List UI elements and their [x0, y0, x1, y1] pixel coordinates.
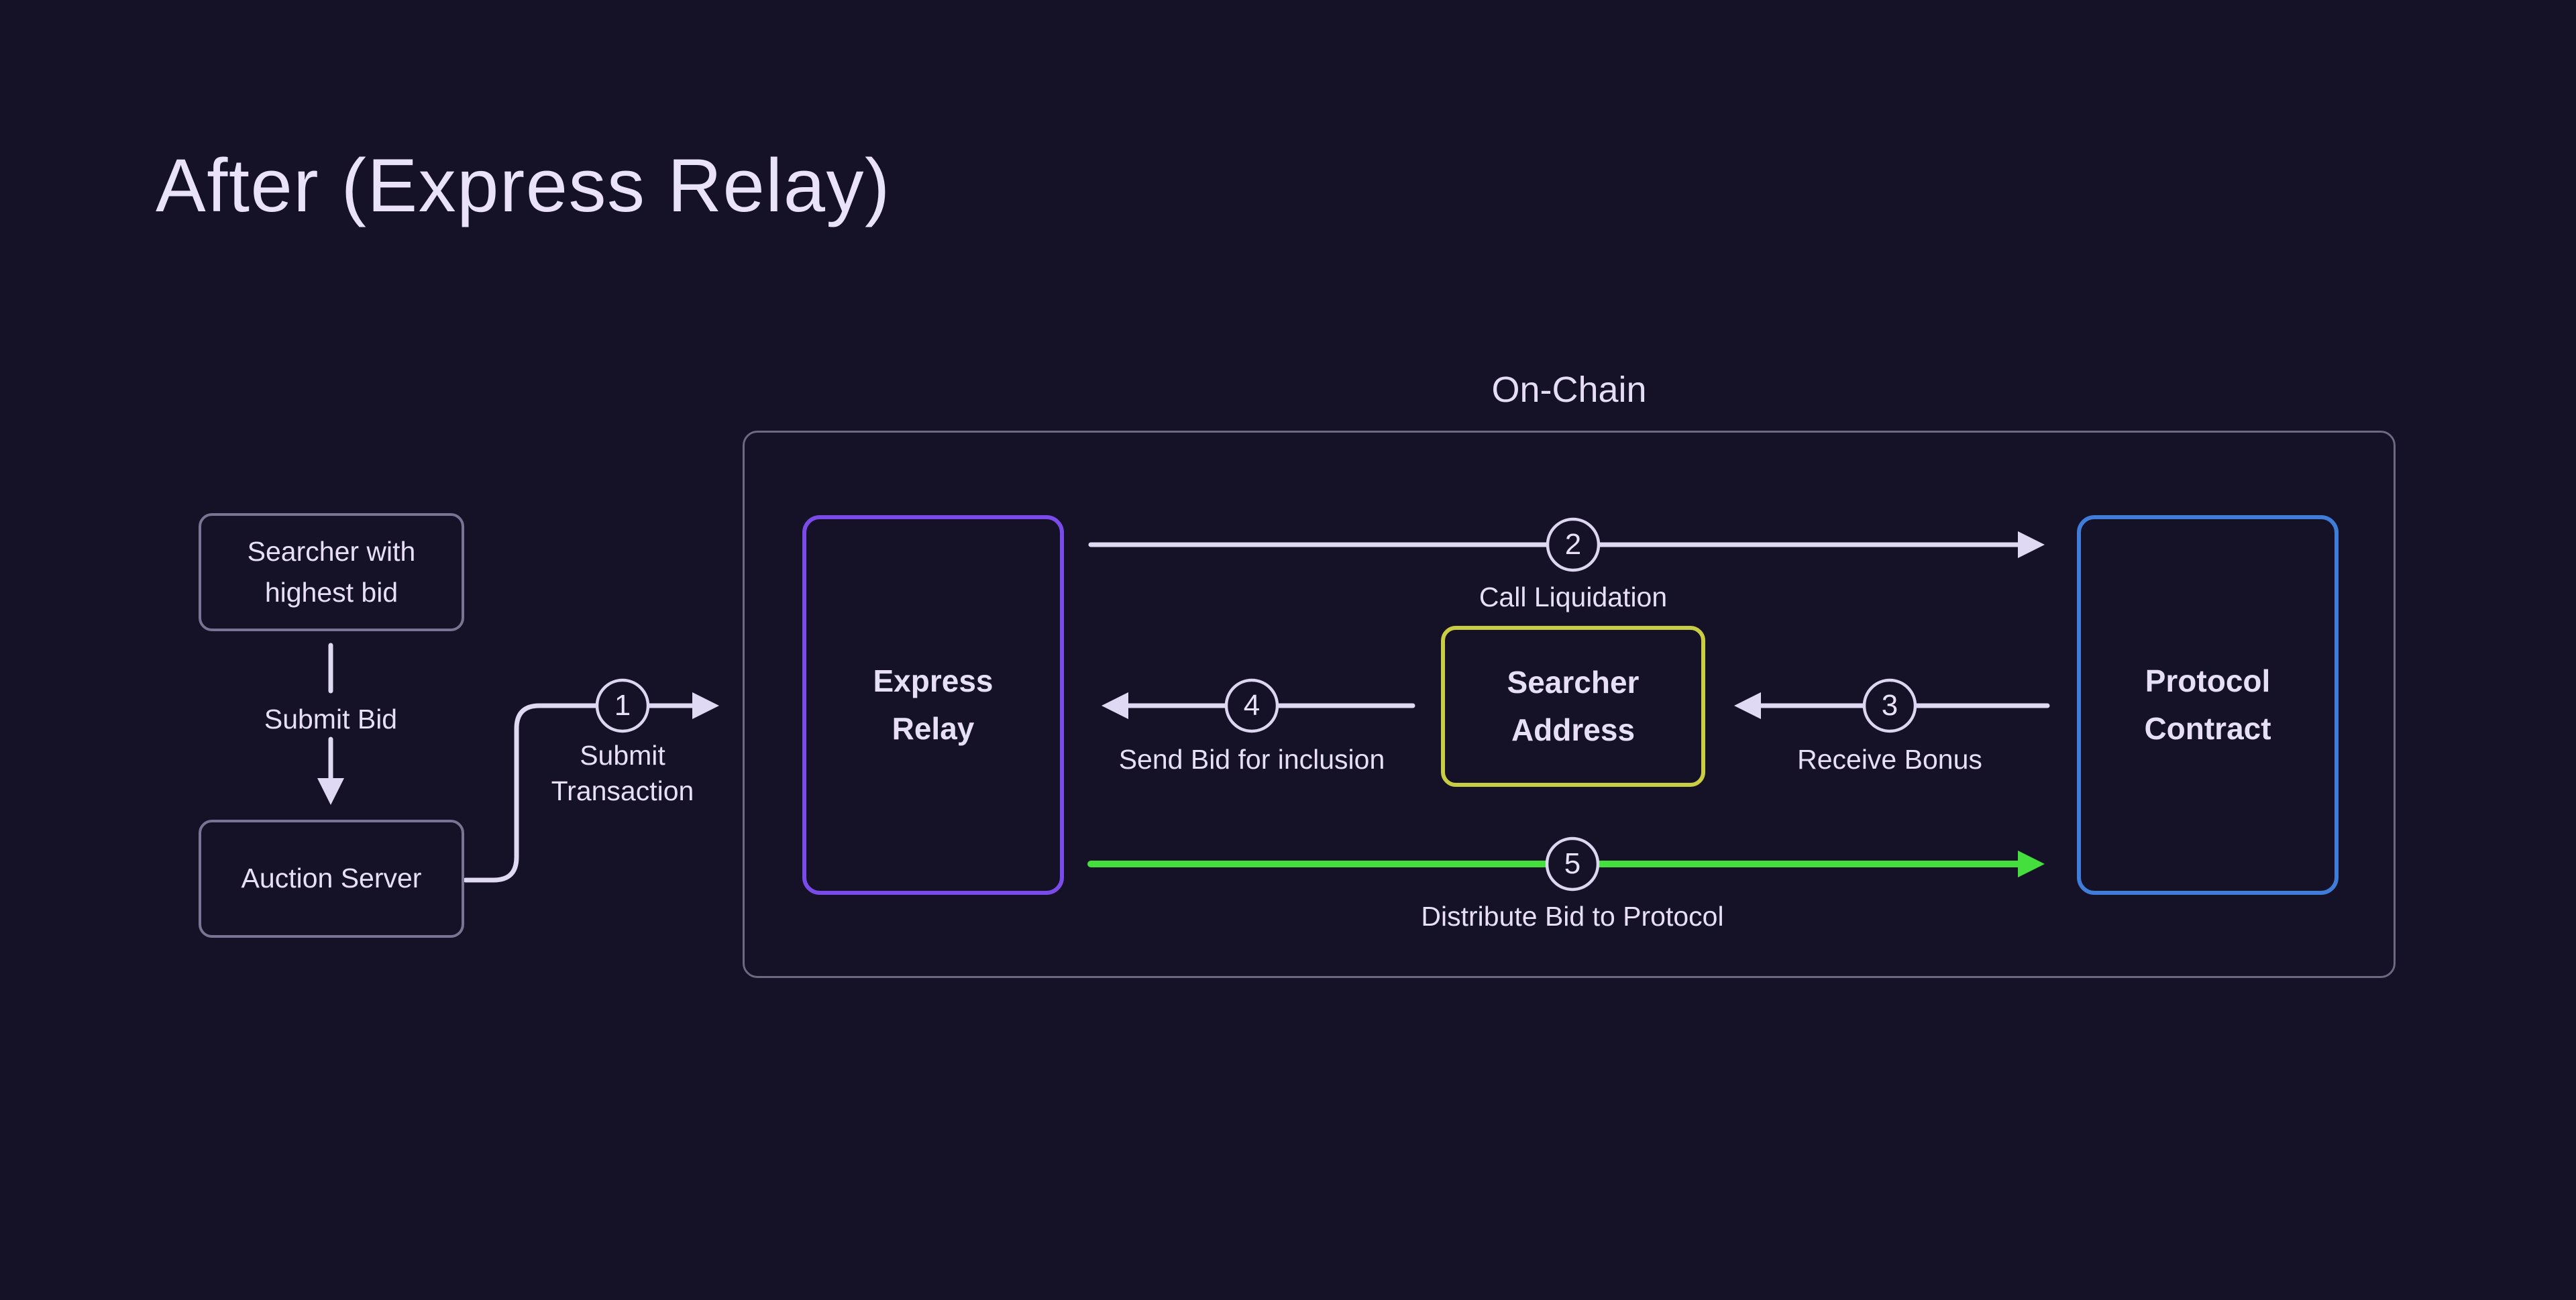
node-label: Protocol Contract [2144, 663, 2271, 746]
step-number-5: 5 [1564, 847, 1581, 880]
step-label-text: Receive Bonus [1797, 744, 1982, 775]
step-label-text: Distribute Bid to Protocol [1421, 901, 1724, 932]
step-label-4: Send Bid for inclusion [1017, 742, 1487, 777]
step-number-2: 2 [1564, 528, 1582, 561]
node-label: Searcher with highest bid [247, 535, 416, 608]
submit-bid-label: Submit Bid [264, 704, 398, 735]
step-label-text: Send Bid for inclusion [1118, 744, 1385, 775]
node-label: Auction Server [241, 863, 422, 894]
step-label-text: Submit Transaction [551, 740, 694, 807]
onchain-group-label: On-Chain [1491, 370, 1647, 410]
node-auction-server: Auction Server [199, 820, 464, 938]
node-searcher-with-highest-bid: Searcher with highest bid [199, 513, 464, 631]
step-number-1: 1 [614, 689, 631, 722]
step-number-3: 3 [1881, 689, 1898, 722]
node-protocol-contract: Protocol Contract [2077, 515, 2339, 895]
node-searcher-address: Searcher Address [1441, 626, 1705, 787]
step-label-3: Receive Bonus [1655, 742, 2125, 777]
step-number-4: 4 [1243, 689, 1260, 722]
node-label: Express Relay [873, 663, 994, 746]
step-label-5: Distribute Bid to Protocol [1304, 899, 1841, 934]
step-label-1: Submit Transaction [515, 738, 730, 810]
node-label: Searcher Address [1507, 664, 1640, 747]
node-express-relay: Express Relay [802, 515, 1064, 895]
step-label-text: Call Liquidation [1479, 582, 1668, 612]
onchain-container [743, 431, 2396, 978]
step-label-2: Call Liquidation [1372, 580, 1774, 615]
page-title: After (Express Relay) [156, 144, 891, 227]
